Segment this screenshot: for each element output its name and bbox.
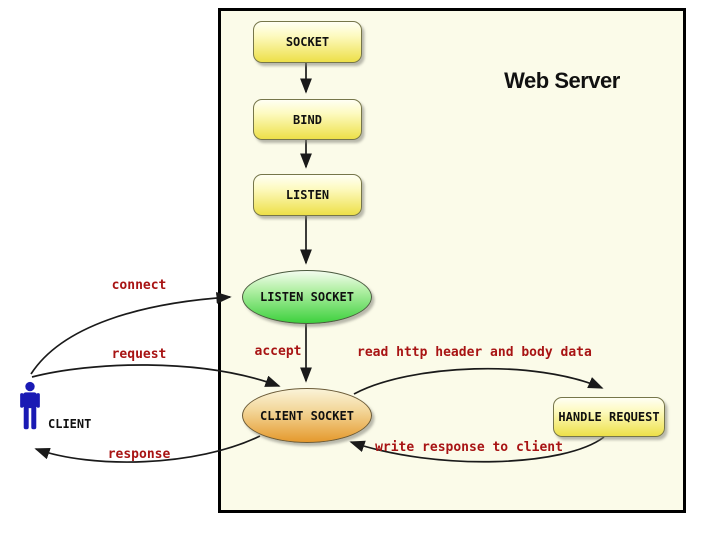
node-bind: BIND — [253, 99, 362, 140]
node-listen-socket: LISTEN SOCKET — [242, 270, 372, 324]
node-client-socket-label: CLIENT SOCKET — [260, 408, 354, 423]
node-bind-label: BIND — [293, 112, 322, 127]
connect-arrow — [30, 291, 232, 375]
edge-label-accept: accept — [254, 344, 302, 359]
read-arrow — [353, 367, 604, 395]
request-arrow — [31, 364, 281, 387]
edge-label-read-http: read http header and body data — [357, 345, 592, 360]
node-listen-label: LISTEN — [285, 188, 330, 202]
edge-label-response: response — [107, 447, 171, 462]
write-arrow — [349, 436, 605, 463]
node-handle-request-label: HANDLE REQUEST — [558, 410, 660, 424]
node-listen-socket-label: LISTEN SOCKET — [260, 290, 354, 304]
node-client-socket: CLIENT SOCKET — [242, 388, 372, 443]
node-listen: LISTEN — [253, 174, 362, 216]
client-person-icon — [20, 381, 40, 430]
client-label: CLIENT — [48, 417, 92, 431]
edge-label-connect: connect — [111, 278, 167, 293]
node-socket: SOCKET — [253, 21, 362, 63]
response-arrow — [34, 435, 261, 463]
diagram-title: Web Server — [504, 68, 620, 93]
node-handle-request: HANDLE REQUEST — [553, 397, 665, 437]
edge-label-request: request — [111, 347, 167, 362]
edge-label-write-response: write response to client — [375, 440, 563, 455]
node-socket-label: SOCKET — [285, 35, 330, 49]
